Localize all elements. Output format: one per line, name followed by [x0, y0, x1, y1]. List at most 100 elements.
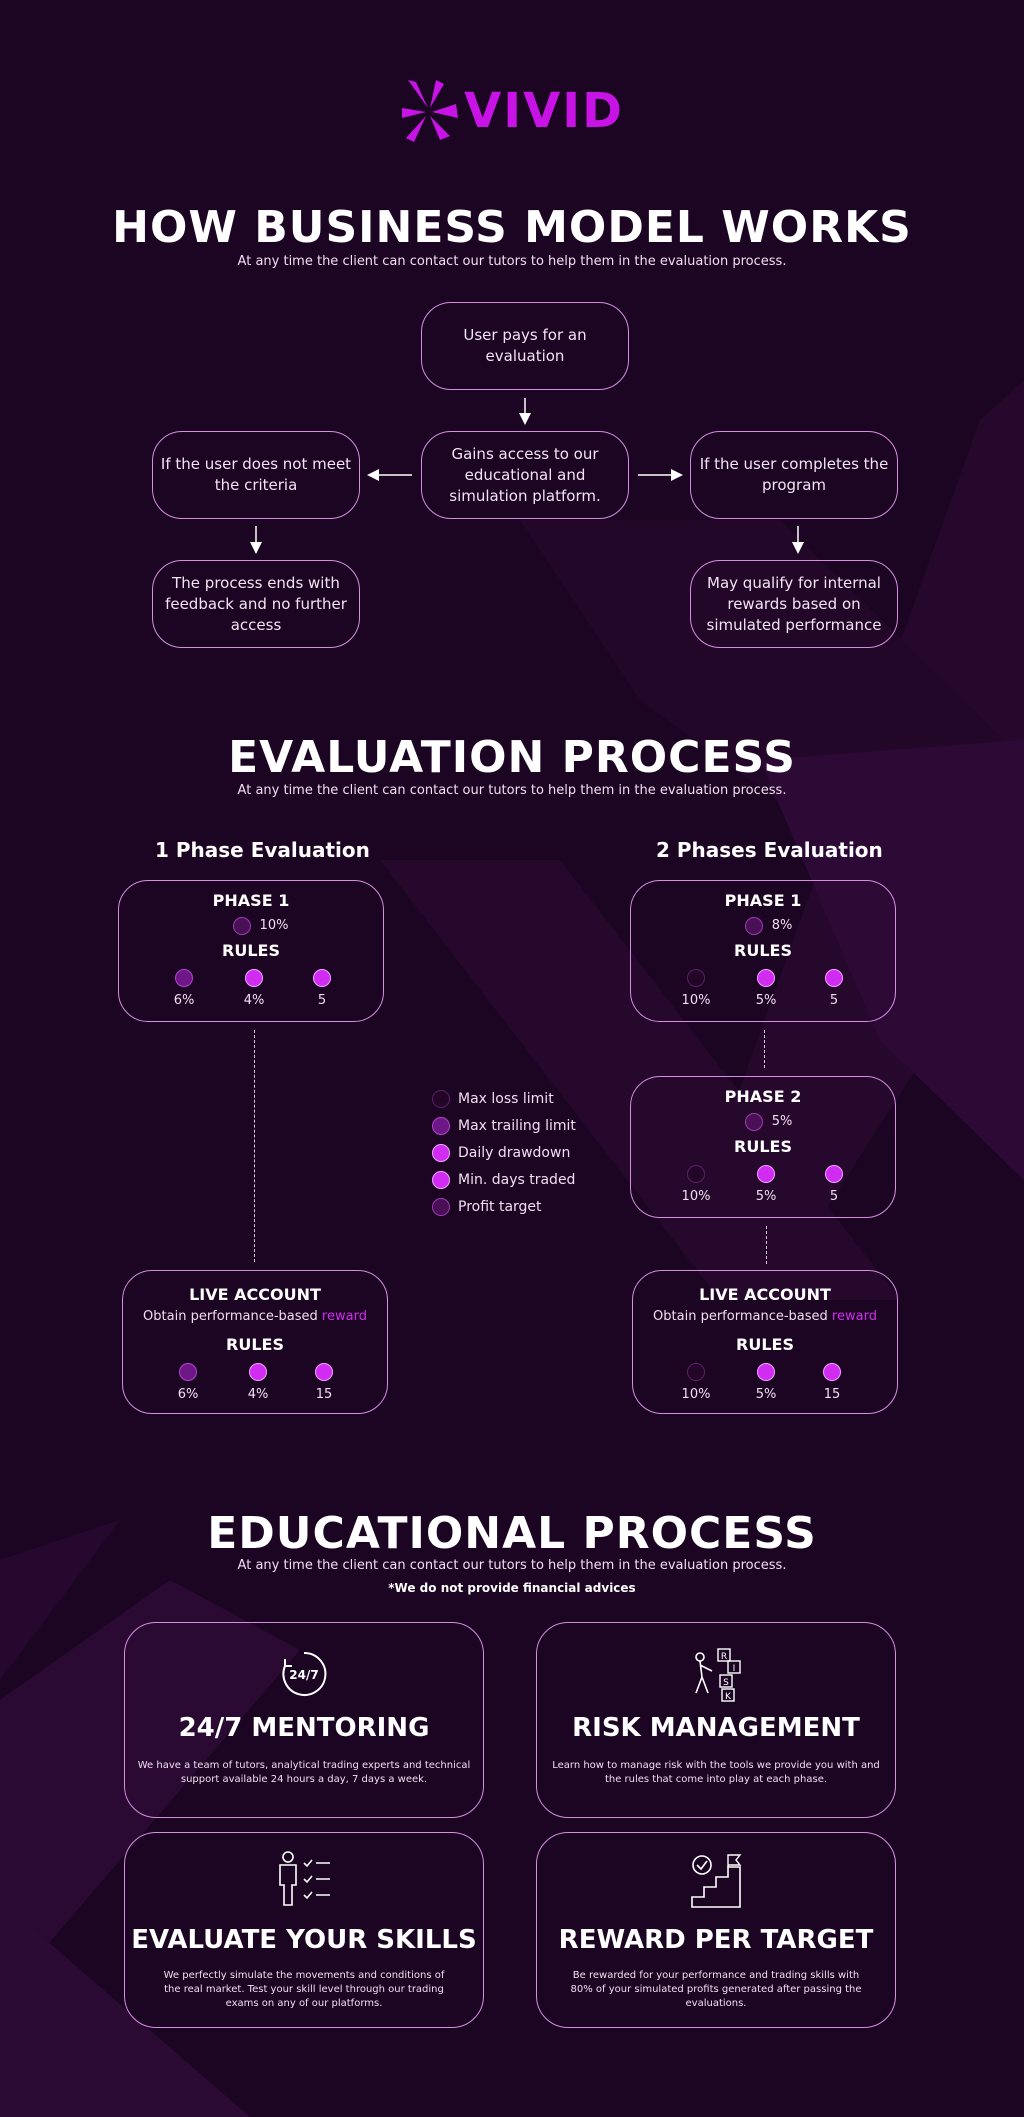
legend-label: Min. days traded — [458, 1172, 576, 1188]
rule-value: 10% — [681, 993, 711, 1008]
rule-value: 4% — [243, 993, 265, 1008]
legend-item-max-trailing: Max trailing limit — [432, 1117, 576, 1135]
rule-value: 15 — [823, 1387, 841, 1402]
profit-target-value: 10% — [259, 918, 289, 933]
risk-blocks-icon: R I S K — [695, 1648, 741, 1702]
card-title: PHASE 1 — [212, 891, 290, 910]
flow-node-pays: User pays for an evaluation — [421, 302, 629, 390]
edu-card-title: RISK MANAGEMENT — [572, 1713, 860, 1743]
edu-card-mentoring: 24/7 24/7 MENTORING We have a team of tu… — [124, 1622, 484, 1818]
risk-block-letter: S — [723, 1678, 729, 1688]
daily-drawdown-dot — [249, 1363, 267, 1381]
flow-node-qualify: May qualify for internal rewards based o… — [690, 560, 898, 648]
daily-drawdown-dot — [757, 969, 775, 987]
rules-label: RULES — [222, 941, 280, 960]
min-days-dot — [825, 969, 843, 987]
one-phase-phase1-card: PHASE 1 10% RULES 6% 4% 5 — [118, 880, 384, 1022]
two-phase-phase2-card: PHASE 2 5% RULES 10% 5% 5 — [630, 1076, 896, 1218]
education-subtitle: At any time the client can contact our t… — [237, 1558, 787, 1573]
live-subtitle-accent: reward — [321, 1309, 367, 1324]
stairs-target-icon — [691, 1854, 742, 1908]
one-phase-connector — [254, 1030, 255, 1262]
two-phase-connector-1 — [764, 1030, 765, 1068]
profit-target-value: 8% — [771, 918, 793, 933]
rule-value: 5% — [755, 993, 777, 1008]
legend-dot — [432, 1117, 450, 1135]
min-days-dot — [313, 969, 331, 987]
two-phase-connector-2 — [766, 1226, 767, 1264]
legend-item-profit-target: Profit target — [432, 1198, 542, 1216]
min-days-dot — [823, 1363, 841, 1381]
education-note: *We do not provide financial advices — [388, 1581, 636, 1595]
profit-target-dot — [745, 917, 763, 935]
flow-node-ends: The process ends with feedback and no fu… — [152, 560, 360, 648]
flow-arrows — [250, 398, 804, 554]
legend-item-daily-drawdown: Daily drawdown — [432, 1144, 570, 1162]
two-phase-heading: 2 Phases Evaluation — [656, 838, 883, 862]
one-phase-heading: 1 Phase Evaluation — [155, 838, 370, 862]
flow-node-access: Gains access to our educational and simu… — [421, 431, 629, 519]
max-loss-dot — [687, 969, 705, 987]
evaluation-title: EVALUATION PROCESS — [228, 732, 796, 783]
max-loss-dot — [687, 1165, 705, 1183]
education-title: EDUCATIONAL PROCESS — [207, 1508, 817, 1559]
card-title: PHASE 2 — [724, 1087, 802, 1106]
legend-label: Daily drawdown — [458, 1145, 571, 1161]
risk-block-letter: K — [725, 1692, 732, 1702]
daily-drawdown-dot — [757, 1363, 775, 1381]
flow-node-text: User pays for an evaluation — [463, 326, 587, 365]
one-phase-live-card: LIVE ACCOUNT Obtain performance-based re… — [122, 1270, 388, 1414]
rule-value: 10% — [681, 1387, 711, 1402]
rules-label: RULES — [734, 1137, 792, 1156]
vivid-star-icon — [402, 80, 459, 142]
rule-value: 5% — [755, 1387, 777, 1402]
max-trailing-dot — [175, 969, 193, 987]
flow-node-text: If the user completes the program — [699, 455, 889, 494]
rule-value: 6% — [173, 993, 195, 1008]
rules-label: RULES — [226, 1335, 284, 1354]
edu-card-desc: Learn how to manage risk with the tools … — [552, 1760, 880, 1785]
rule-value: 5% — [755, 1189, 777, 1204]
edu-card-desc: Be rewarded for your performance and tra… — [570, 1970, 862, 2009]
max-loss-dot — [687, 1363, 705, 1381]
business-subtitle: At any time the client can contact our t… — [237, 254, 787, 269]
live-subtitle-prefix: Obtain performance-based — [653, 1309, 828, 1324]
legend-dot — [432, 1144, 450, 1162]
flow-node-text: May qualify for internal rewards based o… — [706, 573, 882, 634]
max-trailing-dot — [179, 1363, 197, 1381]
clock-label: 24/7 — [289, 1668, 318, 1682]
rule-value: 5 — [829, 993, 839, 1008]
flow-node-text: Gains access to our educational and simu… — [449, 444, 601, 505]
logo-text: VIVID — [464, 83, 624, 139]
rules-label: RULES — [734, 941, 792, 960]
min-days-dot — [825, 1165, 843, 1183]
risk-block-letter: I — [733, 1664, 736, 1674]
live-subtitle-prefix: Obtain performance-based — [143, 1309, 318, 1324]
rule-value: 4% — [247, 1387, 269, 1402]
two-phase-phase1-card: PHASE 1 8% RULES 10% 5% 5 — [630, 880, 896, 1022]
card-title: LIVE ACCOUNT — [699, 1285, 831, 1304]
card-title: LIVE ACCOUNT — [189, 1285, 321, 1304]
edu-card-desc: We perfectly simulate the movements and … — [163, 1970, 445, 2009]
live-subtitle: Obtain performance-based reward — [633, 1309, 897, 1324]
edu-card-reward: REWARD PER TARGET Be rewarded for your p… — [536, 1832, 896, 2028]
edu-card-desc: We have a team of tutors, analytical tra… — [137, 1760, 471, 1785]
edu-card-risk: R I S K RISK MANAGEMENT Learn how to man… — [536, 1622, 896, 1818]
daily-drawdown-dot — [757, 1165, 775, 1183]
edu-card-title: 24/7 MENTORING — [178, 1713, 430, 1743]
legend-dot — [432, 1171, 450, 1189]
legend-label: Max trailing limit — [458, 1118, 576, 1134]
edu-card-evaluate: EVALUATE YOUR SKILLS We perfectly simula… — [124, 1832, 484, 2028]
rule-value: 6% — [177, 1387, 199, 1402]
flow-node-text: The process ends with feedback and no fu… — [165, 573, 347, 634]
legend-dot — [432, 1090, 450, 1108]
two-phase-live-card: LIVE ACCOUNT Obtain performance-based re… — [632, 1270, 898, 1414]
min-days-dot — [315, 1363, 333, 1381]
edu-card-title: REWARD PER TARGET — [558, 1925, 874, 1955]
flow-node-completes: If the user completes the program — [690, 431, 898, 519]
profit-target-dot — [745, 1113, 763, 1131]
card-title: PHASE 1 — [724, 891, 802, 910]
profit-target-dot — [233, 917, 251, 935]
live-subtitle: Obtain performance-based reward — [123, 1309, 387, 1324]
rule-value: 10% — [681, 1189, 711, 1204]
